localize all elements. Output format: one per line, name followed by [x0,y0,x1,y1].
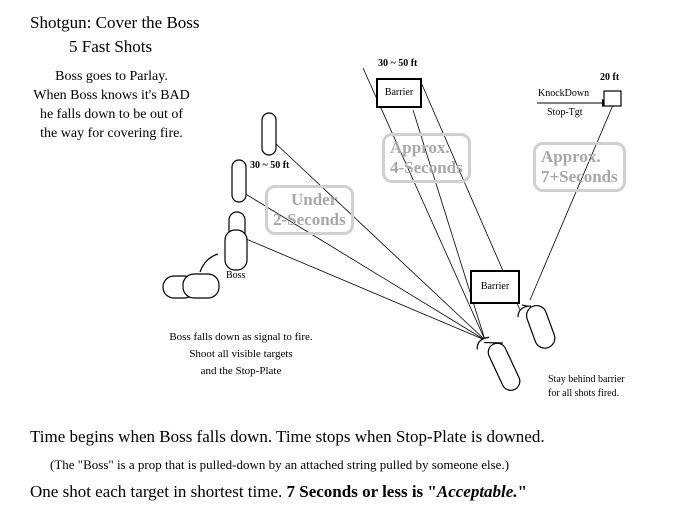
stop-plate-group [537,90,622,107]
boss-pointer-line [199,253,219,273]
sight-line-stop-plate [529,104,614,301]
shooter-1-body [487,342,521,391]
shooter-figures [476,304,556,391]
time-box-approx-7: Approx. 7+Seconds [533,142,626,192]
boss-prop-body [182,273,220,299]
footer-timing-rule: Time begins when Boss falls down. Time s… [30,427,545,446]
time-box-approx-4: Approx. 4-Seconds [382,133,471,183]
silhouette-target-3-body [224,229,248,271]
footer-scoring-italic: Acceptable. [436,482,518,501]
shooter-2-arm [517,305,531,318]
intro-note: Boss goes to Parlay. When Boss knows it'… [14,67,209,143]
stay-behind-note-line-2: for all shots fired. [548,388,620,399]
instructions-line-2: Shoot all visible targets [189,348,293,360]
time-box-under-2-line-1: Under [291,190,338,209]
stay-behind-note-line-1: Stay behind barrier [548,374,625,385]
sight-line-target-2 [243,192,486,341]
sight-line-barrier-left [362,67,486,341]
shooter-2 [517,304,556,349]
sight-line-target-1 [273,141,486,341]
intro-note-line-3: he falls down to be out of [39,107,184,122]
time-box-approx-4-line-2: 4-Seconds [390,158,463,177]
shooter-2-body [525,305,556,349]
stop-target-label: Stop-Tgt [547,107,583,118]
time-box-under-2-line-2: 2-Seconds [273,210,346,229]
footer-scoring-plain: One shot each target in shortest time. [30,482,287,501]
distance-stop-plate: 20 ft [600,72,620,83]
barrier-near: Barrier [470,270,520,304]
intro-note-line-2: When Boss knows it's BAD [33,88,190,103]
time-box-approx-7-line-1: Approx. [541,147,601,166]
silhouette-target-2 [231,159,247,203]
sight-line-target-3 [238,235,486,341]
footer-scoring: One shot each target in shortest time. 7… [30,482,527,502]
intro-note-line-1: Boss goes to Parlay. [55,69,168,84]
title-line-2: 5 Fast Shots [69,37,153,56]
footer-scoring-end: " [517,482,528,501]
instructions-line-3: and the Stop-Plate [200,365,282,377]
instructions: Boss falls down as signal to fire. Shoot… [136,329,346,380]
shooter-1-arm [476,336,490,350]
footer-boss-prop-note: (The "Boss" is a prop that is pulled-dow… [50,457,510,472]
distance-barrier-far: 30 ~ 50 ft [378,58,418,69]
intro-note-line-4: the way for covering fire. [40,126,183,141]
footer-scoring-bold: 7 Seconds or less is " [286,482,437,501]
stay-behind-note: Stay behind barrier for all shots fired. [548,373,625,401]
title-line-1: Shotgun: Cover the Boss [30,13,200,32]
boss-label: Boss [226,270,246,281]
time-box-approx-4-line-1: Approx. [390,138,450,157]
barrier-far: Barrier [376,78,422,108]
distance-targets-left: 30 ~ 50 ft [250,160,290,171]
silhouette-targets [224,112,277,271]
time-box-approx-7-line-2: 7+Seconds [541,167,618,186]
instructions-line-1: Boss falls down as signal to fire. [169,331,313,343]
knockdown-label: KnockDown [538,88,590,99]
stop-plate-target [603,90,622,107]
shooter-1 [476,336,521,391]
time-box-under-2: Under 2-Seconds [265,185,354,235]
boss-prop [162,253,220,299]
silhouette-target-1 [261,112,277,156]
